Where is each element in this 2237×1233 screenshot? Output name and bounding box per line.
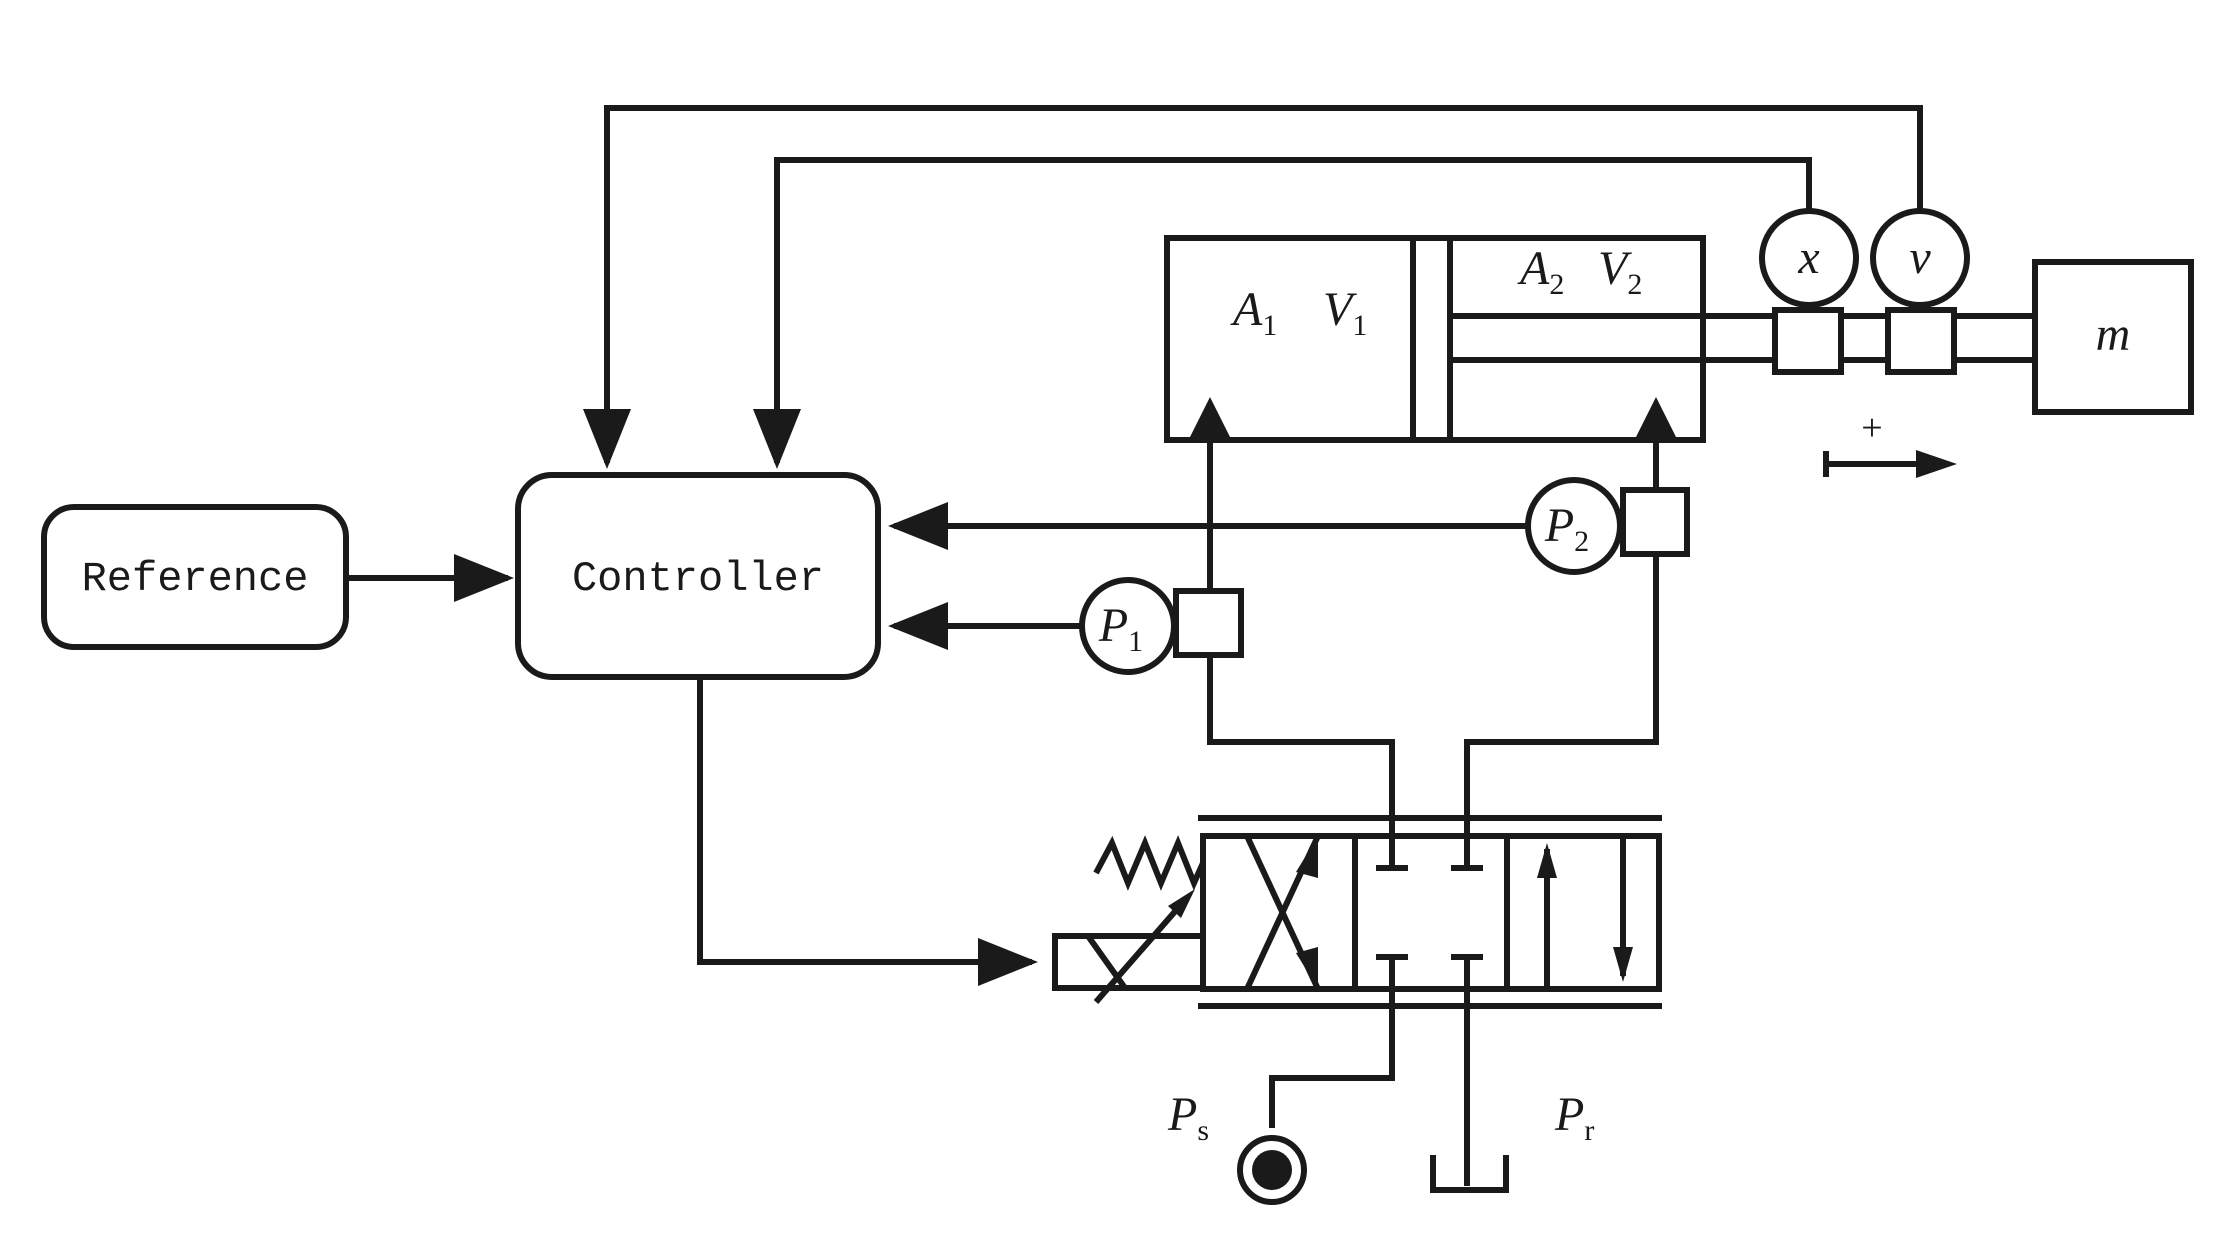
pressure1-label: P1	[1098, 599, 1143, 658]
velocity-feedback-line	[583, 105, 1923, 469]
volume1-label: V1	[1323, 283, 1367, 342]
position-sensor: x	[1759, 208, 1859, 375]
port-a-arrow	[1190, 397, 1230, 437]
port-b-line	[1464, 440, 1659, 836]
solenoid-variable-arrow-head	[1168, 889, 1195, 918]
mass-label: m	[2096, 308, 2131, 361]
supply-pump	[1237, 1135, 1307, 1205]
center-port-stubs-top	[1389, 836, 1470, 868]
controller-label: Controller	[572, 555, 824, 603]
area1-label: A1	[1230, 283, 1277, 342]
return-pressure-label: Pr	[1554, 1088, 1594, 1147]
cross-flow-arrow-up	[1296, 836, 1318, 878]
positive-direction-indicator: +	[1823, 407, 1957, 478]
reference-block: Reference	[41, 504, 349, 650]
supply-pressure-label: Ps	[1167, 1088, 1209, 1147]
solenoid-variable-arrow	[1093, 898, 1188, 1004]
position-sensor-label: x	[1797, 231, 1819, 284]
return-tank	[1430, 1155, 1509, 1193]
parallel-flow-arrow-down	[1613, 947, 1633, 982]
area2-label: A2	[1517, 242, 1564, 301]
piston	[1410, 235, 1453, 443]
valve-body	[1200, 833, 1662, 992]
controller-block: Controller	[515, 472, 881, 680]
port-b-arrow	[1636, 397, 1676, 437]
hydraulic-cylinder	[1164, 235, 1706, 443]
valve-section-dividers	[1352, 836, 1510, 989]
positive-direction-label: +	[1861, 407, 1882, 449]
reference-label: Reference	[82, 555, 309, 603]
pressure2-transducer: P2	[1525, 477, 1690, 575]
direction-arrow-head	[1916, 450, 1957, 478]
mass-block: m	[2032, 259, 2194, 415]
pressure1-transducer: P1	[1079, 577, 1244, 675]
center-port-stubs-bottom	[1389, 957, 1470, 989]
volume2-label: V2	[1598, 242, 1642, 301]
parallel-flow-arrow-up	[1537, 843, 1557, 878]
control-signal-line	[697, 679, 1038, 986]
servo-valve	[1052, 815, 1662, 1009]
pressure2-label: P2	[1544, 499, 1589, 558]
supply-line	[1269, 989, 1395, 1128]
velocity-sensor: v	[1870, 208, 1970, 375]
velocity-sensor-label: v	[1909, 231, 1931, 284]
position-feedback-line	[753, 157, 1812, 469]
valve-spring	[1093, 835, 1206, 891]
cross-flow-arrow-down	[1296, 947, 1318, 989]
